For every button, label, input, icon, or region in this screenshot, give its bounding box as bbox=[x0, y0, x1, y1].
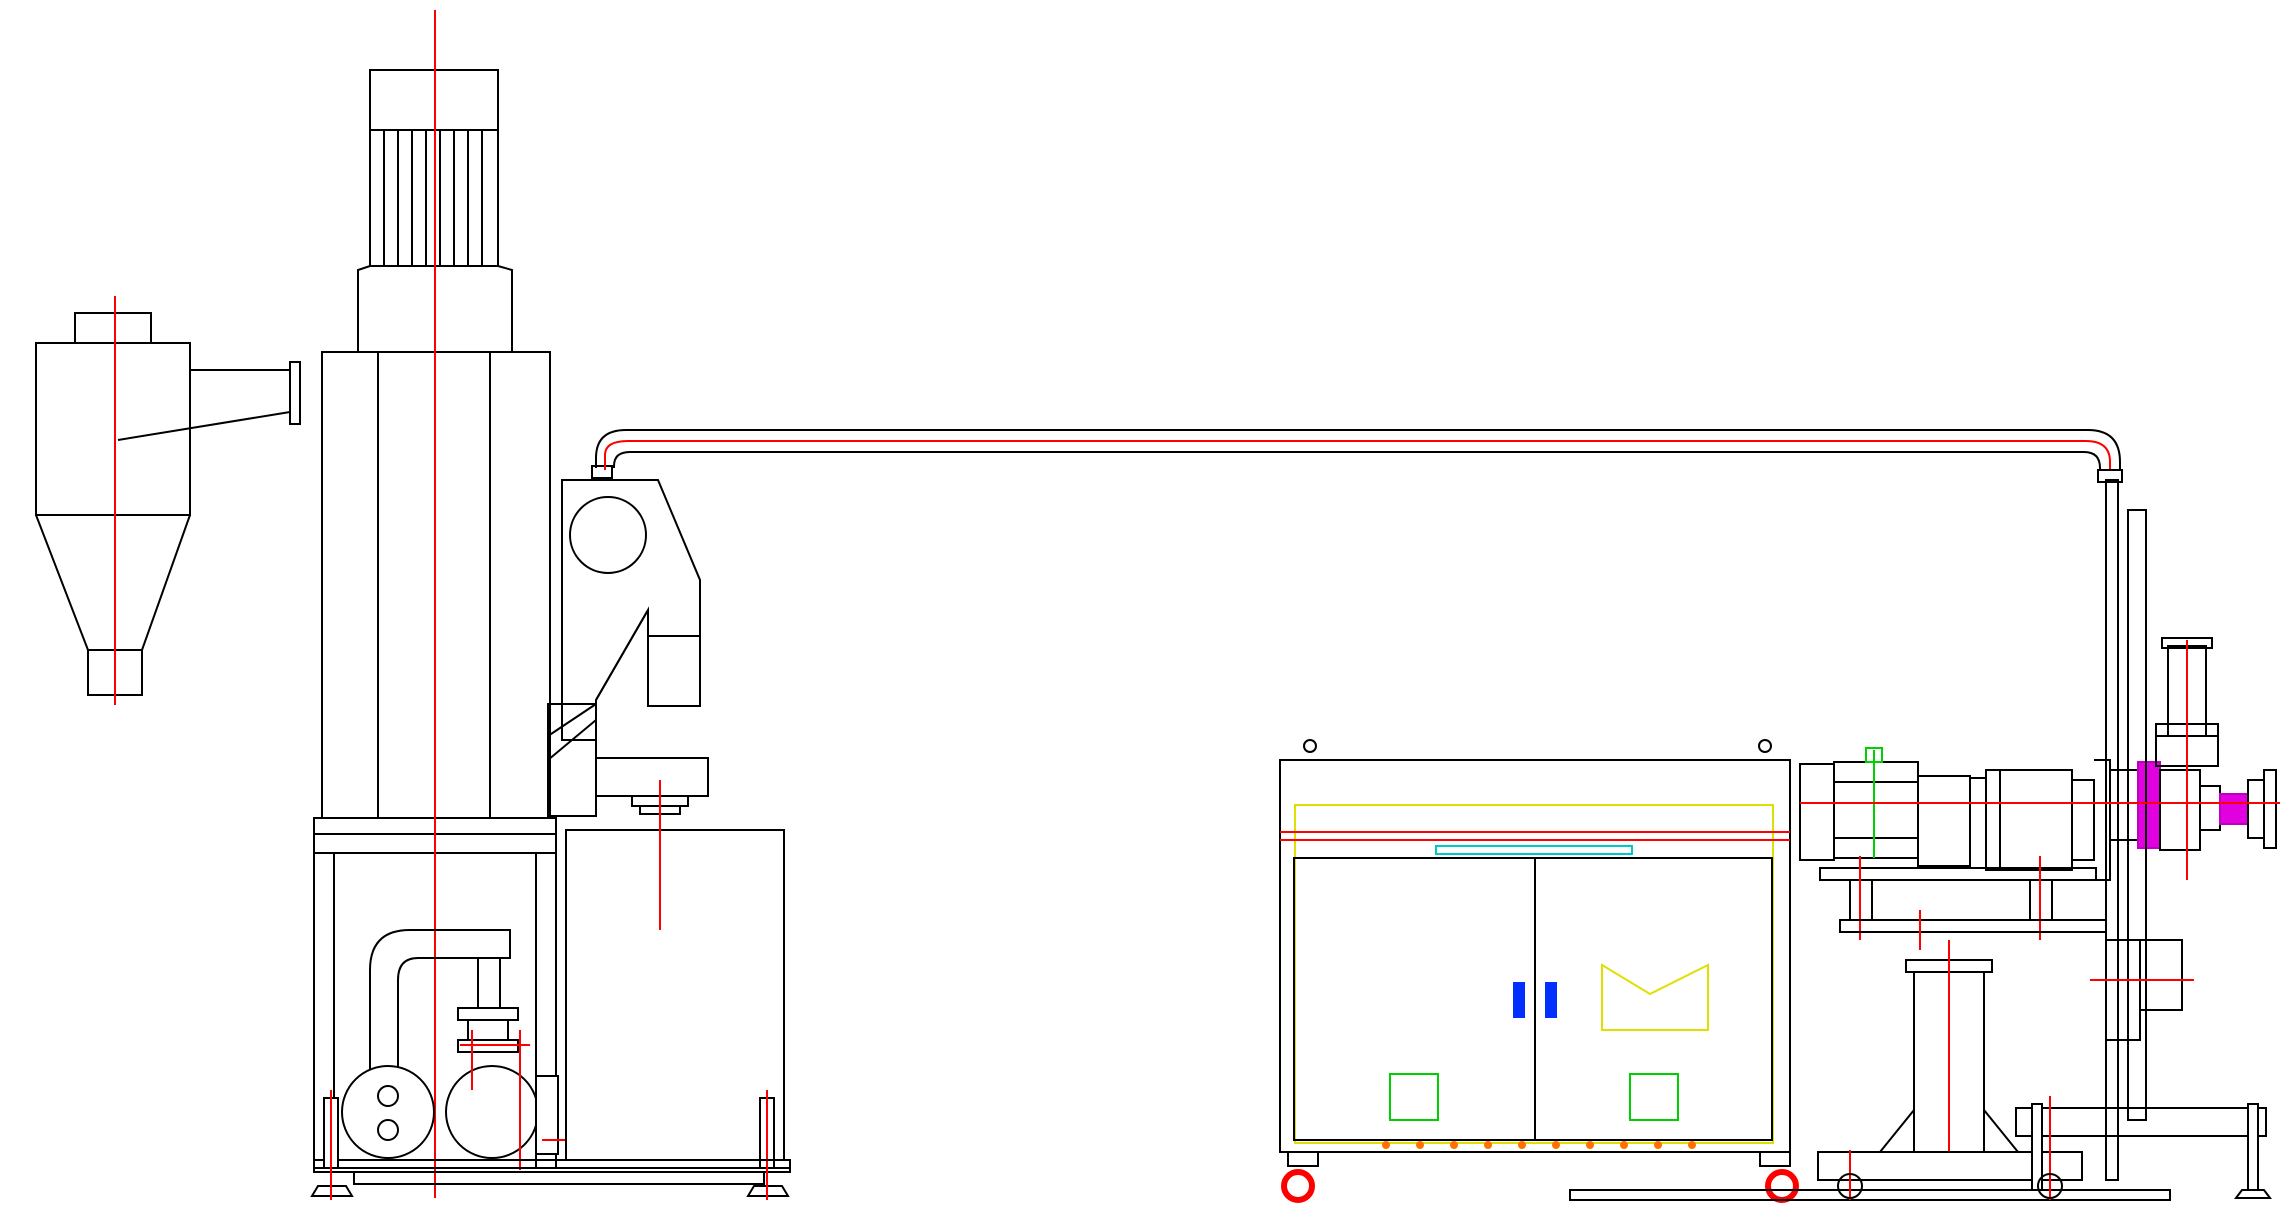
door-handle-left[interactable] bbox=[1513, 982, 1525, 1018]
leveling-foot-right bbox=[746, 1090, 790, 1200]
pump-unit bbox=[341, 929, 566, 1170]
motor-fins bbox=[383, 130, 483, 266]
extruder-assembly bbox=[1569, 479, 2280, 1201]
leveling-foot-left bbox=[310, 1090, 354, 1200]
motor-tower bbox=[313, 10, 557, 1198]
door-handle-right[interactable] bbox=[1545, 982, 1557, 1018]
control-cabinet bbox=[1279, 739, 1799, 1203]
cyclone-separator bbox=[35, 296, 301, 705]
crusher-hopper bbox=[547, 465, 785, 1161]
cabinet-bolts bbox=[1382, 1141, 1696, 1149]
left-base-frame bbox=[310, 1090, 791, 1200]
caster-wheel-left bbox=[1281, 1151, 1319, 1203]
caster-wheel-right bbox=[1759, 1151, 1799, 1203]
overhead-pipe bbox=[595, 429, 2123, 483]
